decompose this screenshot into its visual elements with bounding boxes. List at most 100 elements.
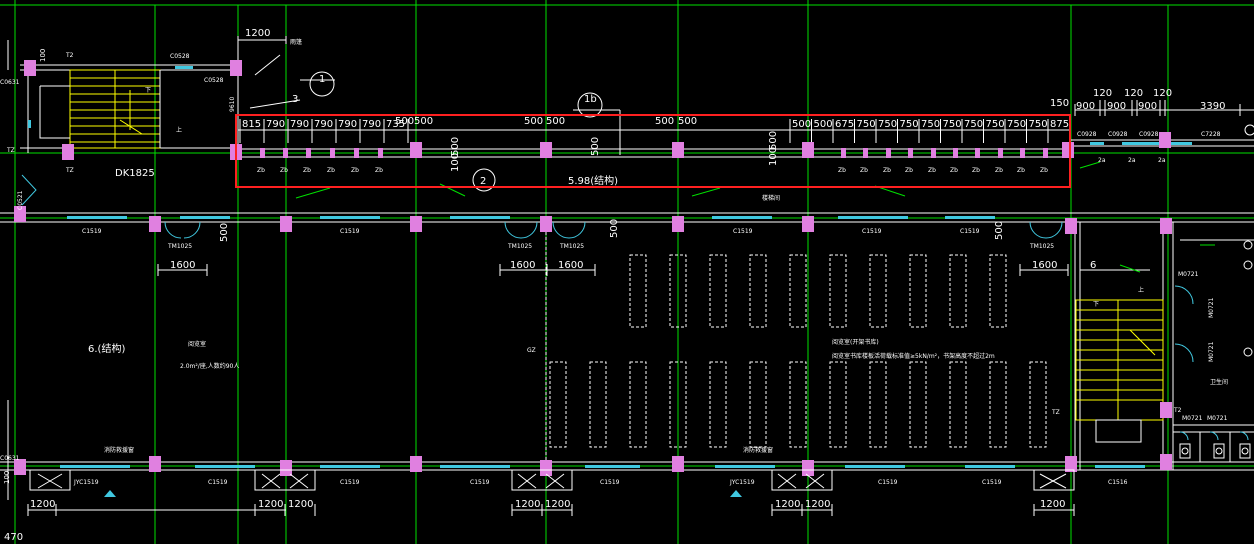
shelf-upper-3 bbox=[749, 254, 767, 328]
zb-post-2 bbox=[306, 148, 311, 158]
dim-900-b: 900 bbox=[1107, 101, 1126, 112]
column-11 bbox=[149, 216, 161, 232]
beam-dim-mid-1: 500 bbox=[414, 116, 433, 127]
dim-120-c: 120 bbox=[1153, 88, 1172, 99]
beam-dim-mid-2: 500 bbox=[524, 116, 543, 127]
shelf-lower-3 bbox=[669, 361, 687, 448]
label-c1519-b3: C1519 bbox=[470, 479, 490, 486]
beam-dim-mid-5: 500 bbox=[678, 116, 697, 127]
dim-1600-1: 1600 bbox=[170, 260, 195, 271]
dim-1200-top: 1200 bbox=[245, 28, 270, 39]
label-c0631-top: C0631 bbox=[0, 79, 20, 86]
dim-3390: 3390 bbox=[1200, 101, 1225, 112]
label-stair-up-top: 上 bbox=[176, 126, 182, 134]
zb-post-1 bbox=[283, 148, 288, 158]
axis-1b-label: 1b bbox=[584, 94, 597, 105]
zb-post-14 bbox=[1020, 148, 1025, 158]
right-num-6: 6 bbox=[1090, 260, 1096, 271]
dim-120-a: 120 bbox=[1093, 88, 1112, 99]
beam-dim-left-label-1: 790 bbox=[266, 119, 285, 130]
column-10 bbox=[14, 206, 26, 222]
column-5 bbox=[540, 142, 552, 158]
label-gz: GZ bbox=[527, 347, 536, 354]
column-13 bbox=[410, 216, 422, 232]
label-tm1025-1: TM1025 bbox=[167, 243, 192, 250]
column-17 bbox=[1065, 218, 1077, 234]
label-tm1025-2: TM1025 bbox=[507, 243, 532, 250]
label-tz-b: TZ bbox=[65, 167, 74, 174]
beam-dim-right-label-12: 875 bbox=[1050, 119, 1069, 130]
beam-dim-right-label-5: 750 bbox=[900, 119, 919, 130]
dim-470: 470 bbox=[4, 532, 23, 543]
label-dk1825: DK1825 bbox=[115, 168, 155, 179]
axis-bubble-1b bbox=[577, 92, 603, 118]
dim-500-v2: 500 bbox=[609, 219, 620, 238]
shelf-upper-2 bbox=[709, 254, 727, 328]
column-6 bbox=[672, 142, 684, 158]
stair-right-down: 下 bbox=[1093, 301, 1099, 308]
label-2a-b: 2a bbox=[1128, 157, 1136, 164]
zb-label-10: Zb bbox=[928, 167, 936, 174]
shelf-lower-8 bbox=[869, 361, 887, 448]
dim-100-bottom: 100 bbox=[3, 471, 11, 484]
windows bbox=[28, 66, 1192, 468]
zb-label-9: Zb bbox=[905, 167, 913, 174]
shelf-lower-11 bbox=[989, 361, 1007, 448]
dim-1600-3: 1600 bbox=[558, 260, 583, 271]
room-area-note: 2.0m²/座,人数约90人 bbox=[180, 362, 239, 370]
zb-label-2: Zb bbox=[303, 167, 311, 174]
column-18 bbox=[1160, 218, 1172, 234]
dim-900-c: 900 bbox=[1138, 101, 1157, 112]
column-0 bbox=[24, 60, 36, 76]
label-c0528-b: C0528 bbox=[204, 77, 224, 84]
label-tz-right: TZ bbox=[1051, 409, 1060, 416]
zb-post-11 bbox=[953, 148, 958, 158]
beam-dim-right-label-0: 500 bbox=[792, 119, 811, 130]
dim-1200-b3: 1200 bbox=[288, 499, 313, 510]
dim-100-left: 100 bbox=[39, 49, 47, 62]
beam-dim-right-label-8: 750 bbox=[964, 119, 983, 130]
label-m0721-4: M0721 bbox=[1207, 415, 1228, 422]
zb-post-4 bbox=[354, 148, 359, 158]
zb-post-8 bbox=[886, 148, 891, 158]
label-c1519-1: C1519 bbox=[82, 228, 102, 235]
beam-dim-mid-4: 500 bbox=[655, 116, 674, 127]
beam-dim-right-label-4: 750 bbox=[878, 119, 897, 130]
zb-post-6 bbox=[841, 148, 846, 158]
washroom-fixtures bbox=[1179, 124, 1254, 459]
beam-vert-100-a: 100 bbox=[450, 153, 461, 172]
zb-label-14: Zb bbox=[1017, 167, 1025, 174]
beam-dim-left-label-0: 815 bbox=[242, 119, 261, 130]
dimension-lines bbox=[7, 36, 1254, 516]
dim-9610-left: 9610 bbox=[229, 97, 236, 112]
fire-window-b: 消防救援窗 bbox=[743, 446, 773, 454]
stair-right bbox=[1075, 299, 1164, 421]
lib-title: 阅览室(开架书库) bbox=[832, 338, 879, 346]
shelf-lower-9 bbox=[909, 361, 927, 448]
axis-bubbles bbox=[309, 71, 603, 192]
beam-dim-left-label-3: 790 bbox=[314, 119, 333, 130]
label-c0928-c: C0928 bbox=[1139, 131, 1159, 138]
label-stair-well: 楼梯间 bbox=[762, 194, 780, 202]
column-15 bbox=[672, 216, 684, 232]
label-washroom: 卫生间 bbox=[1210, 378, 1228, 386]
beam-dim-mid-3: 500 bbox=[546, 116, 565, 127]
label-c0928-a: C0928 bbox=[1077, 131, 1097, 138]
dim-1200-b5: 1200 bbox=[545, 499, 570, 510]
dim-1200-b2: 1200 bbox=[258, 499, 283, 510]
beam-dim-right-label-2: 675 bbox=[835, 119, 854, 130]
dim-1600-4: 1600 bbox=[1032, 260, 1057, 271]
zb-post-9 bbox=[908, 148, 913, 158]
dim-1200-b4: 1200 bbox=[515, 499, 540, 510]
beam-vert-500-b: 500 bbox=[590, 137, 601, 156]
column-25 bbox=[802, 460, 814, 476]
column-16 bbox=[802, 216, 814, 232]
bookshelves bbox=[549, 254, 1047, 448]
zb-post-15 bbox=[1043, 148, 1048, 158]
zb-post-12 bbox=[975, 148, 980, 158]
dim-500-v1: 500 bbox=[219, 223, 230, 242]
north-arrows bbox=[104, 490, 742, 497]
zb-label-15: Zb bbox=[1040, 167, 1048, 174]
beam-dim-right-label-11: 750 bbox=[1029, 119, 1048, 130]
